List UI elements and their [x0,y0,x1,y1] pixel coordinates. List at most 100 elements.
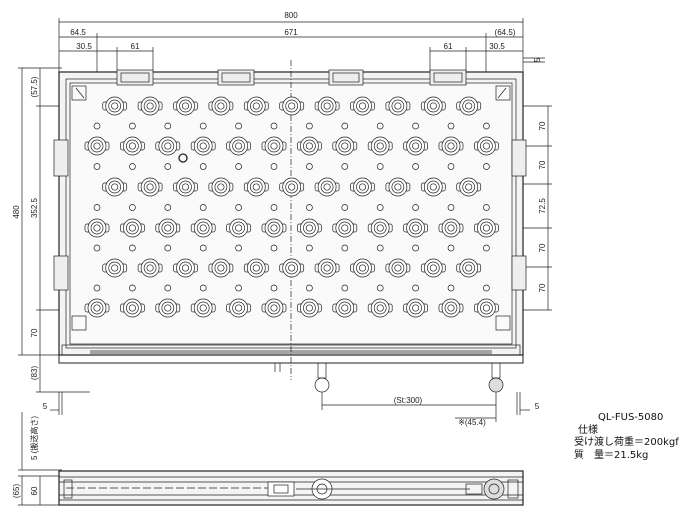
ball-housing [87,136,107,156]
ball-housing [105,258,125,278]
ball-housing [176,258,195,278]
ball-housing [459,96,479,116]
ball-transfer-unit [385,177,411,197]
ball-housing [246,96,266,116]
ball-ring [196,139,210,153]
ball-transfer-unit [456,177,482,197]
dim-top-gap: 5 [533,57,542,62]
ball-transfer-unit [137,258,163,278]
ball-ring [320,180,334,194]
spec-heading: 仕様 [578,424,598,436]
mounting-hole [341,122,349,130]
ball-ring [179,261,192,275]
dim-bottom-row: 70 [30,328,39,337]
dim-bottom-extra: (83) [30,366,39,381]
ball [252,183,260,191]
dim-side-height: 60 [30,486,39,495]
ball-transfer-unit [190,136,216,156]
ball-housing [246,258,266,278]
ball [235,142,243,150]
ball [482,142,490,150]
mounting-hole [235,163,242,170]
ball-housing [193,218,213,238]
ball [288,183,296,191]
reference-hole [178,153,188,163]
ball-housing [423,258,443,278]
ball-ring [232,139,245,153]
ball-transfer-unit [120,218,145,238]
ball-housing [105,96,125,116]
ball [429,183,437,191]
ball-transfer-unit [155,136,181,156]
ball-ring [267,221,281,235]
ball [305,224,313,232]
ball-transfer-unit [84,218,110,238]
side-view [18,412,524,506]
ball-housing [317,96,337,116]
ball-ring [196,221,210,235]
ball-transfer-unit [350,96,375,116]
ball-housing [264,298,284,318]
ball-housing [158,298,178,318]
ball [181,183,190,191]
ball-transfer-unit [367,298,393,318]
ball-ring [126,139,139,153]
ball-ring [320,261,334,275]
ball-housing [388,96,408,116]
mounting-hole [199,244,207,252]
mounting-hole [199,122,207,130]
mounting-hole [376,244,384,252]
ball [482,224,490,232]
ball [128,304,136,312]
ball [394,102,402,110]
ball-housing [477,136,496,156]
dim-bracket-right: 30.5 [489,42,505,51]
ball-transfer-unit [279,96,305,116]
ball [447,224,455,232]
ball-ring [480,301,493,315]
ball [412,224,420,232]
mounting-hole [270,122,278,130]
ball-housing [264,136,284,156]
mounting-hole [199,284,207,292]
spec-load: 受け渡し荷重＝200kgf [574,437,679,448]
stopper-mechanism [274,362,504,422]
ball-ring [373,301,387,315]
mounting-hole [235,284,242,292]
mounting-hole [447,163,455,170]
ball-transfer-unit [261,298,287,318]
mounting-hole [412,122,419,130]
ball-transfer-unit [420,96,446,116]
ball-housing [123,298,142,318]
dim-overall-height: 480 [12,205,21,219]
ball [217,264,225,272]
gap-dimension-lines [50,392,530,415]
ball [358,264,367,272]
ball [235,304,243,312]
mounting-hole [164,204,172,211]
ball [288,102,296,110]
ball-ring [161,301,175,315]
ball-housing [388,177,408,197]
ball-ring [143,99,157,113]
ball-housing [353,258,372,278]
mounting-hole [235,204,242,211]
dim-overall-width: 800 [284,11,298,20]
mounting-hole [483,244,490,252]
ball [252,264,260,272]
dimension-labels: 800 64.5 671 (64.5) 30.5 61 61 30.5 5 (5… [12,11,547,498]
ball-housing [158,218,178,238]
ball-transfer-unit [279,258,305,278]
ball [465,102,473,110]
ball-ring [108,99,122,113]
ball-housing [282,96,302,116]
ball-ring [143,261,157,275]
side-brackets [53,139,527,291]
dim-row-pitch-1: 70 [538,121,547,130]
mounting-hole [376,284,384,292]
dim-top-margin: (57.5) [30,76,39,97]
spec-mass: 質 量＝21.5kg [574,449,649,461]
dim-right-gap: 5 [535,402,540,411]
ball-ring [391,180,405,194]
